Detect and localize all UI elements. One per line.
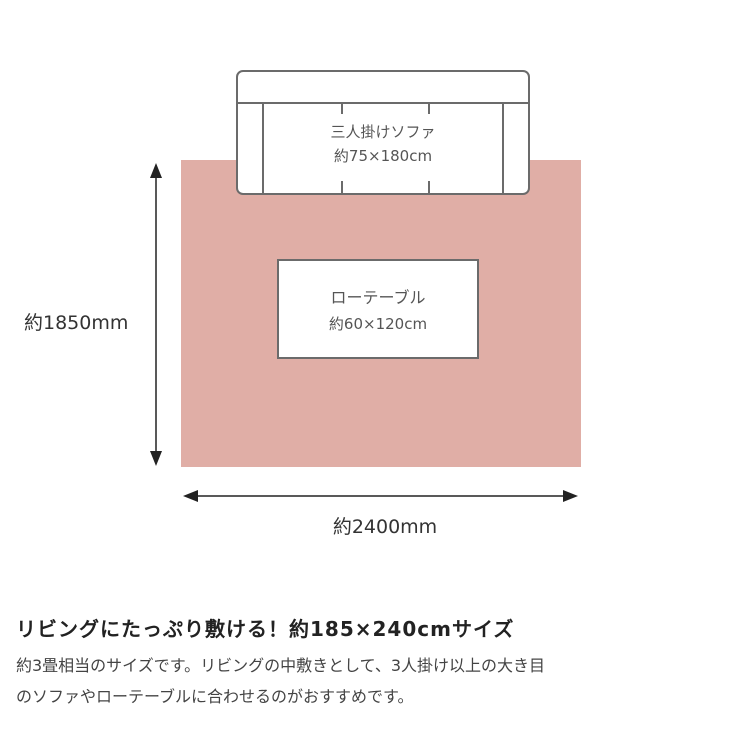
caption: リビングにたっぷり敷ける！約185×240cmサイズ 約3畳相当のサイズです。リ… bbox=[16, 614, 726, 712]
sofa-name: 三人掛けソファ bbox=[330, 123, 436, 141]
sofa-cushion-seam bbox=[341, 102, 343, 114]
sofa-label: 三人掛けソファ 約75×180cm bbox=[262, 120, 504, 168]
caption-body: 約3畳相当のサイズです。リビングの中敷きとして、3人掛け以上の大き目 のソファや… bbox=[16, 650, 726, 712]
table-name: ローテーブル bbox=[330, 288, 426, 307]
low-table: ローテーブル 約60×120cm bbox=[277, 259, 479, 359]
sofa-backrest bbox=[238, 72, 528, 104]
height-arrow bbox=[150, 163, 162, 466]
layout-diagram: 三人掛けソファ 約75×180cm ローテーブル 約60×120cm 約1850… bbox=[24, 70, 581, 538]
sofa-cushion-seam bbox=[341, 181, 343, 193]
rug-height-label: 約1850mm bbox=[24, 312, 129, 334]
caption-body-line: のソファやローテーブルに合わせるのがおすすめです。 bbox=[16, 687, 414, 706]
table-size: 約60×120cm bbox=[328, 315, 428, 333]
width-arrow bbox=[183, 490, 578, 502]
sofa-armrest-left bbox=[238, 102, 264, 193]
caption-title: リビングにたっぷり敷ける！約185×240cmサイズ bbox=[16, 617, 515, 641]
sofa-cushion-seam bbox=[428, 102, 430, 114]
sofa-armrest-right bbox=[502, 102, 528, 193]
dimension-arrows bbox=[150, 163, 578, 502]
sofa: 三人掛けソファ 約75×180cm bbox=[236, 70, 530, 195]
sofa-cushion-seam bbox=[428, 181, 430, 193]
sofa-size: 約75×180cm bbox=[333, 147, 433, 165]
rug-width-label: 約2400mm bbox=[332, 516, 438, 538]
table-label: ローテーブル 約60×120cm bbox=[279, 285, 477, 337]
caption-body-line: 約3畳相当のサイズです。リビングの中敷きとして、3人掛け以上の大き目 bbox=[16, 656, 546, 675]
